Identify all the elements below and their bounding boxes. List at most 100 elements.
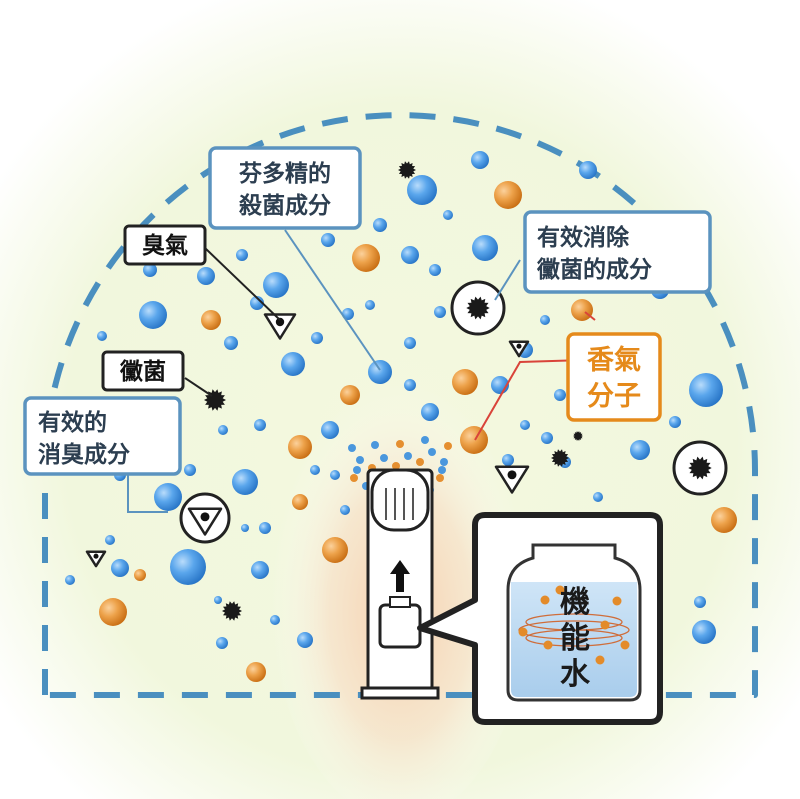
spray-particle	[428, 448, 436, 456]
device-bottle	[378, 603, 422, 649]
jar-particle	[612, 596, 622, 606]
blue-particle	[365, 300, 375, 310]
orange-particle	[452, 369, 478, 395]
blue-particle	[65, 575, 75, 585]
blue-particle	[689, 373, 723, 407]
blue-particle	[404, 379, 416, 391]
blue-particle	[310, 465, 320, 475]
spray-particle	[436, 474, 444, 482]
blue-particle	[593, 492, 603, 502]
odor-label: 臭氣	[142, 232, 188, 259]
jar-particles	[518, 585, 630, 665]
fragrance-line-1: 香氣	[587, 345, 641, 376]
odor-label-box: 臭氣	[123, 224, 207, 266]
blue-particle	[216, 637, 228, 649]
orange-particle	[292, 494, 308, 510]
blue-particle	[443, 210, 453, 220]
blue-particle	[404, 337, 416, 349]
spray-particle	[444, 442, 452, 450]
odor-triangle-icon	[179, 492, 231, 544]
mold-spore-icon	[573, 431, 583, 441]
blue-particle	[321, 421, 339, 439]
spray-particle	[380, 454, 388, 462]
blue-particle	[111, 559, 129, 577]
blue-particle	[297, 632, 313, 648]
blue-particle	[579, 161, 597, 179]
antimold-leader	[494, 259, 521, 301]
odor-markers	[85, 313, 530, 568]
blue-particle	[281, 352, 305, 376]
blue-particle	[170, 549, 206, 585]
blue-particle	[340, 505, 350, 515]
spray-particle	[350, 474, 358, 482]
blue-particle	[434, 306, 446, 318]
jar-particle	[543, 640, 553, 650]
blue-particle	[184, 464, 196, 476]
blue-particle	[502, 454, 514, 466]
deodorize-leader	[127, 470, 168, 513]
blue-particle	[143, 263, 157, 277]
mold-label: 黴菌	[119, 358, 166, 385]
blue-particle	[694, 596, 706, 608]
mold-spore-icon	[222, 601, 242, 621]
spray-particle	[356, 456, 364, 464]
arrow-up-icon	[390, 560, 410, 592]
orange-particle	[460, 426, 488, 454]
orange-particle	[352, 244, 380, 272]
blue-particle	[236, 249, 248, 261]
blue-particle	[214, 596, 222, 604]
blue-particle	[541, 432, 553, 444]
spray-particle	[371, 441, 379, 449]
blue-particle	[259, 522, 271, 534]
blue-particle	[250, 296, 264, 310]
blue-particle	[241, 524, 249, 532]
jar-particle	[595, 655, 605, 665]
blue-particle	[692, 620, 716, 644]
blue-particle	[421, 403, 439, 421]
jar-particle	[555, 585, 565, 595]
fragrance-leader	[474, 359, 586, 441]
orange-particle	[288, 435, 312, 459]
orange-particle	[322, 537, 348, 563]
orange-particle	[99, 598, 127, 626]
blue-particle	[263, 272, 289, 298]
orange-particle	[246, 662, 266, 682]
mold-label-box: 黴菌	[101, 350, 185, 392]
spray-particle	[404, 452, 412, 460]
blue-particle	[669, 416, 681, 428]
water-label-1: 機	[560, 585, 590, 620]
blue-particle	[311, 332, 323, 344]
orange-particle	[711, 507, 737, 533]
spray-particle	[353, 466, 361, 474]
blue-particle	[254, 419, 266, 431]
mold-spores	[204, 161, 728, 621]
spray-particle	[416, 458, 424, 466]
blue-particle	[630, 440, 650, 460]
blue-particle	[540, 315, 550, 325]
device-base	[360, 686, 440, 700]
orange-particle	[340, 385, 360, 405]
blue-particle	[368, 360, 392, 384]
jar-particle	[600, 620, 610, 630]
blue-particle	[472, 235, 498, 261]
diffuser-device	[360, 468, 440, 700]
blue-particle	[251, 561, 269, 579]
mold-spore-icon	[688, 456, 712, 480]
fragrance-label-box: 香氣 分子	[566, 332, 662, 422]
blue-particle	[407, 175, 437, 205]
blue-particle	[429, 264, 441, 276]
spray-particle	[421, 436, 429, 444]
blue-particle	[373, 218, 387, 232]
spray-particle	[440, 458, 448, 466]
blue-particle	[520, 420, 530, 430]
phytoncide-line-2: 殺菌成分	[239, 192, 331, 219]
blue-particle	[270, 615, 280, 625]
odor-triangle-icon	[263, 313, 297, 340]
blue-particle	[330, 470, 340, 480]
jar-particle	[620, 640, 630, 650]
blue-particle	[197, 267, 215, 285]
jar-particle	[518, 627, 528, 637]
antimold-label-box: 有效消除 黴菌的成分	[523, 210, 712, 294]
